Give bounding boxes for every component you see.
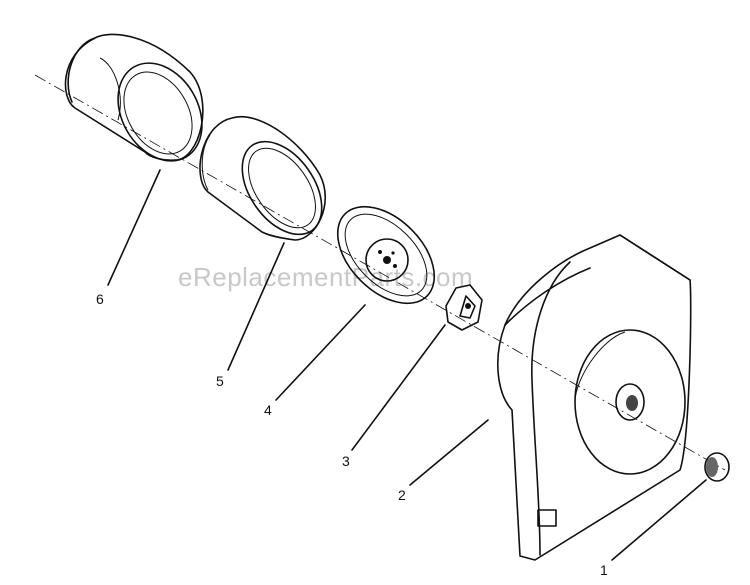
callout-1: 1 (600, 562, 608, 578)
part-6-sleeve (64, 33, 204, 162)
leader-lines (107, 169, 707, 561)
watermark-text: eReplacementParts.com (178, 262, 473, 292)
callout-3: 3 (342, 453, 350, 469)
part-3-clip (445, 284, 483, 331)
part-2-housing (497, 234, 692, 561)
callout-4: 4 (264, 402, 272, 418)
part-4-base-plate (336, 205, 436, 305)
callout-5: 5 (216, 373, 224, 389)
callout-6: 6 (96, 291, 104, 307)
assembly-centerline (34, 74, 726, 471)
part-5-filter-element (199, 115, 326, 241)
part-1-knob (704, 452, 730, 482)
callout-2: 2 (398, 487, 406, 503)
